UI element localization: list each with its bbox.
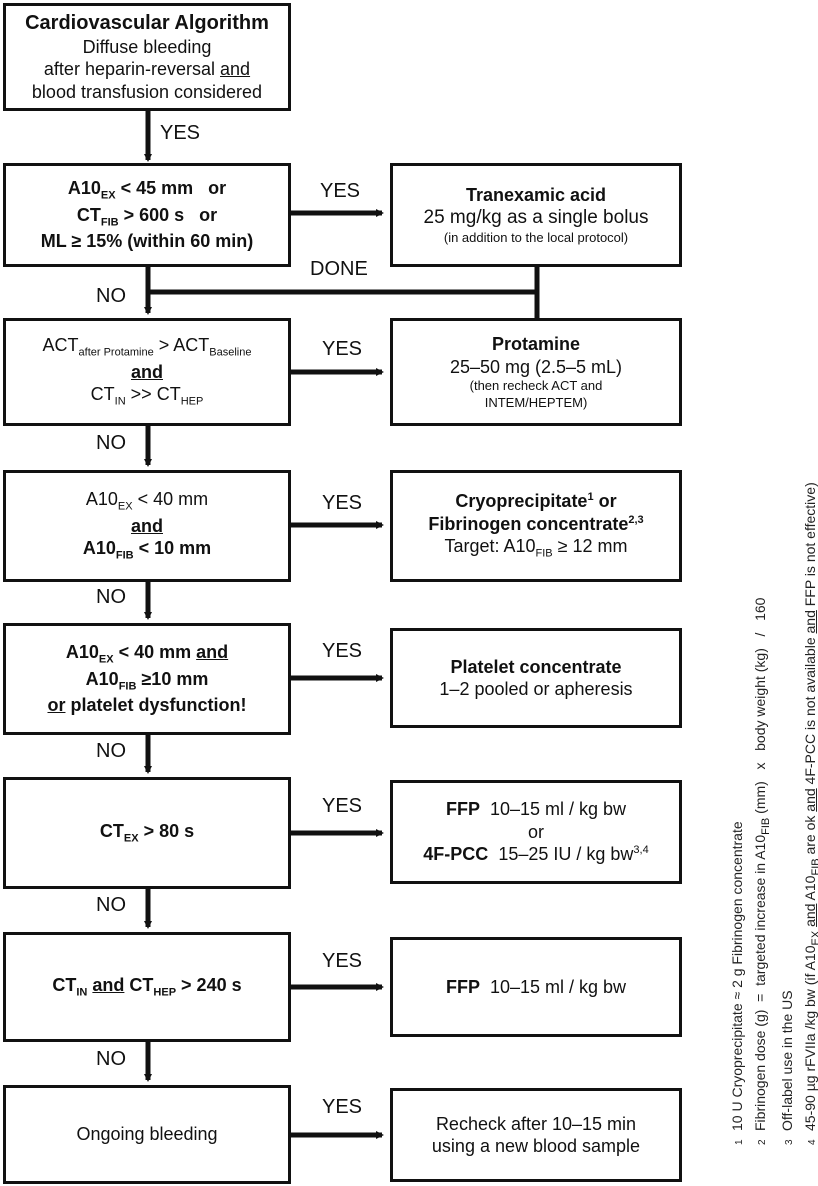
yes-label: YES <box>322 795 363 817</box>
action-tranexamic-acid: Tranexamic acid 25 mg/kg as a single bol… <box>390 163 682 267</box>
footnotes: 110 U Cryoprecipitate ≈ 2 g Fibrinogen c… <box>727 145 818 1145</box>
algorithm-title: Cardiovascular Algorithm <box>25 11 269 34</box>
condition-ctex: CTEX > 80 s <box>3 777 291 889</box>
yes-label: YES <box>320 180 361 202</box>
condition-ctin-cthep: CTIN and CTHEP > 240 s <box>3 932 291 1042</box>
footnote: 110 U Cryoprecipitate ≈ 2 g Fibrinogen c… <box>729 821 745 1145</box>
action-ffp-or-pcc: FFP 10–15 ml / kg bw or 4F-PCC 15–25 IU … <box>390 780 682 884</box>
yes-label: YES <box>322 950 363 972</box>
start-line: Diffuse bleeding <box>82 36 212 57</box>
action-platelets: Platelet concentrate 1–2 pooled or apher… <box>390 628 682 728</box>
condition-protamine: ACTafter Protamine > ACTBaseline and CTI… <box>3 318 291 426</box>
footnote: 445-90 µg rFVIIa /kg bw (if A10EX and A1… <box>801 482 818 1145</box>
no-label: NO <box>96 894 126 916</box>
yes-label: YES <box>322 492 363 514</box>
no-label: NO <box>96 285 126 307</box>
yes-label: YES <box>322 1096 363 1118</box>
action-ffp: FFP 10–15 ml / kg bw <box>390 937 682 1037</box>
done-label: DONE <box>310 258 368 280</box>
yes-label: YES <box>322 338 363 360</box>
footnote: 3Off-label use in the US <box>778 990 795 1145</box>
footnote: 2Fibrinogen dose (g) = targeted increase… <box>752 597 772 1145</box>
start-line: after heparin-reversal and <box>43 59 251 80</box>
condition-fibrinolysis: A10EX < 45 mm or CTFIB > 600 s or ML ≥ 1… <box>3 163 291 267</box>
start-box: Cardiovascular Algorithm Diffuse bleedin… <box>3 3 291 111</box>
condition-ongoing-bleeding: Ongoing bleeding <box>3 1085 291 1184</box>
condition-platelets: A10EX < 40 mm and A10FIB ≥10 mm or plate… <box>3 623 291 735</box>
no-label: NO <box>96 740 126 762</box>
condition-fibrinogen: A10EX < 40 mm and A10FIB < 10 mm <box>3 470 291 582</box>
start-line: blood transfusion considered <box>31 81 263 102</box>
no-label: NO <box>96 586 126 608</box>
no-label: NO <box>96 432 126 454</box>
yes-label: YES <box>322 640 363 662</box>
action-fibrinogen: Cryoprecipitate1 or Fibrinogen concentra… <box>390 470 682 582</box>
action-recheck: Recheck after 10–15 min using a new bloo… <box>390 1088 682 1182</box>
no-label: NO <box>96 1048 126 1070</box>
yes-label: YES <box>160 122 201 144</box>
action-protamine: Protamine 25–50 mg (2.5–5 mL) (then rech… <box>390 318 682 426</box>
